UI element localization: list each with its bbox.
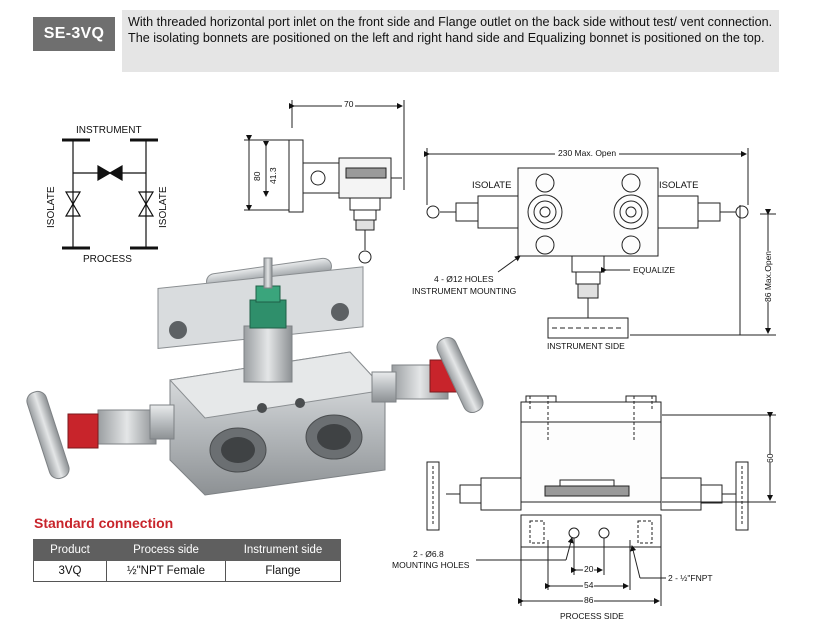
dim-41-3-label: 41.3: [268, 167, 278, 184]
holes-label-line1: 4 - Ø12 HOLES: [434, 274, 494, 284]
standard-connection-title: Standard connection: [34, 515, 174, 531]
front-view-drawing: [424, 148, 776, 339]
dim-20-label: 20: [583, 564, 595, 574]
equalize-label: EQUALIZE: [633, 265, 676, 275]
table-cell-process-side: ½"NPT Female: [106, 560, 226, 582]
schematic-instrument-label: INSTRUMENT: [76, 125, 142, 136]
table-cell-product: 3VQ: [33, 560, 107, 582]
table-cell-instrument-side: Flange: [225, 560, 341, 582]
valve-schematic: [62, 138, 158, 250]
dim-86-label: 86: [583, 595, 595, 605]
front-isolate-left-label: ISOLATE: [472, 180, 512, 191]
manifold-product-illustration: [26, 257, 484, 496]
instrument-side-label: INSTRUMENT SIDE: [547, 341, 625, 351]
table-header-process-side: Process side: [106, 539, 226, 561]
model-badge: SE-3VQ: [33, 17, 115, 51]
mounting-holes-line2: MOUNTING HOLES: [392, 560, 470, 570]
table-row: 3VQ ½"NPT Female Flange: [33, 560, 341, 582]
schematic-isolate-right-label: ISOLATE: [158, 186, 169, 229]
schematic-isolate-left-label: ISOLATE: [46, 186, 57, 229]
mounting-holes-line1: 2 - Ø6.8: [413, 549, 444, 559]
table-header-instrument-side: Instrument side: [225, 539, 341, 561]
bottom-view-drawing: [426, 395, 776, 606]
product-description: With threaded horizontal port inlet on t…: [128, 15, 773, 45]
standard-connection-table: Product Process side Instrument side 3VQ…: [33, 539, 341, 582]
side-view-drawing: [244, 100, 405, 264]
dim-80-label: 80: [252, 171, 262, 181]
fnpt-label: 2 - ½"FNPT: [668, 573, 713, 583]
dim-54-label: 54: [583, 580, 595, 590]
process-side-label: PROCESS SIDE: [560, 611, 624, 621]
dim-60-label: 60: [765, 453, 775, 463]
schematic-process-label: PROCESS: [83, 254, 132, 265]
holes-label-line2: INSTRUMENT MOUNTING: [412, 286, 517, 296]
header-description-bar: [122, 10, 779, 72]
dim-230-label: 230 Max. Open: [555, 148, 620, 158]
dim-70-label: 70: [342, 99, 356, 109]
dim-86-open-label: 86 Max.Open: [763, 250, 773, 302]
front-isolate-right-label: ISOLATE: [659, 180, 699, 191]
table-header-product: Product: [33, 539, 107, 561]
